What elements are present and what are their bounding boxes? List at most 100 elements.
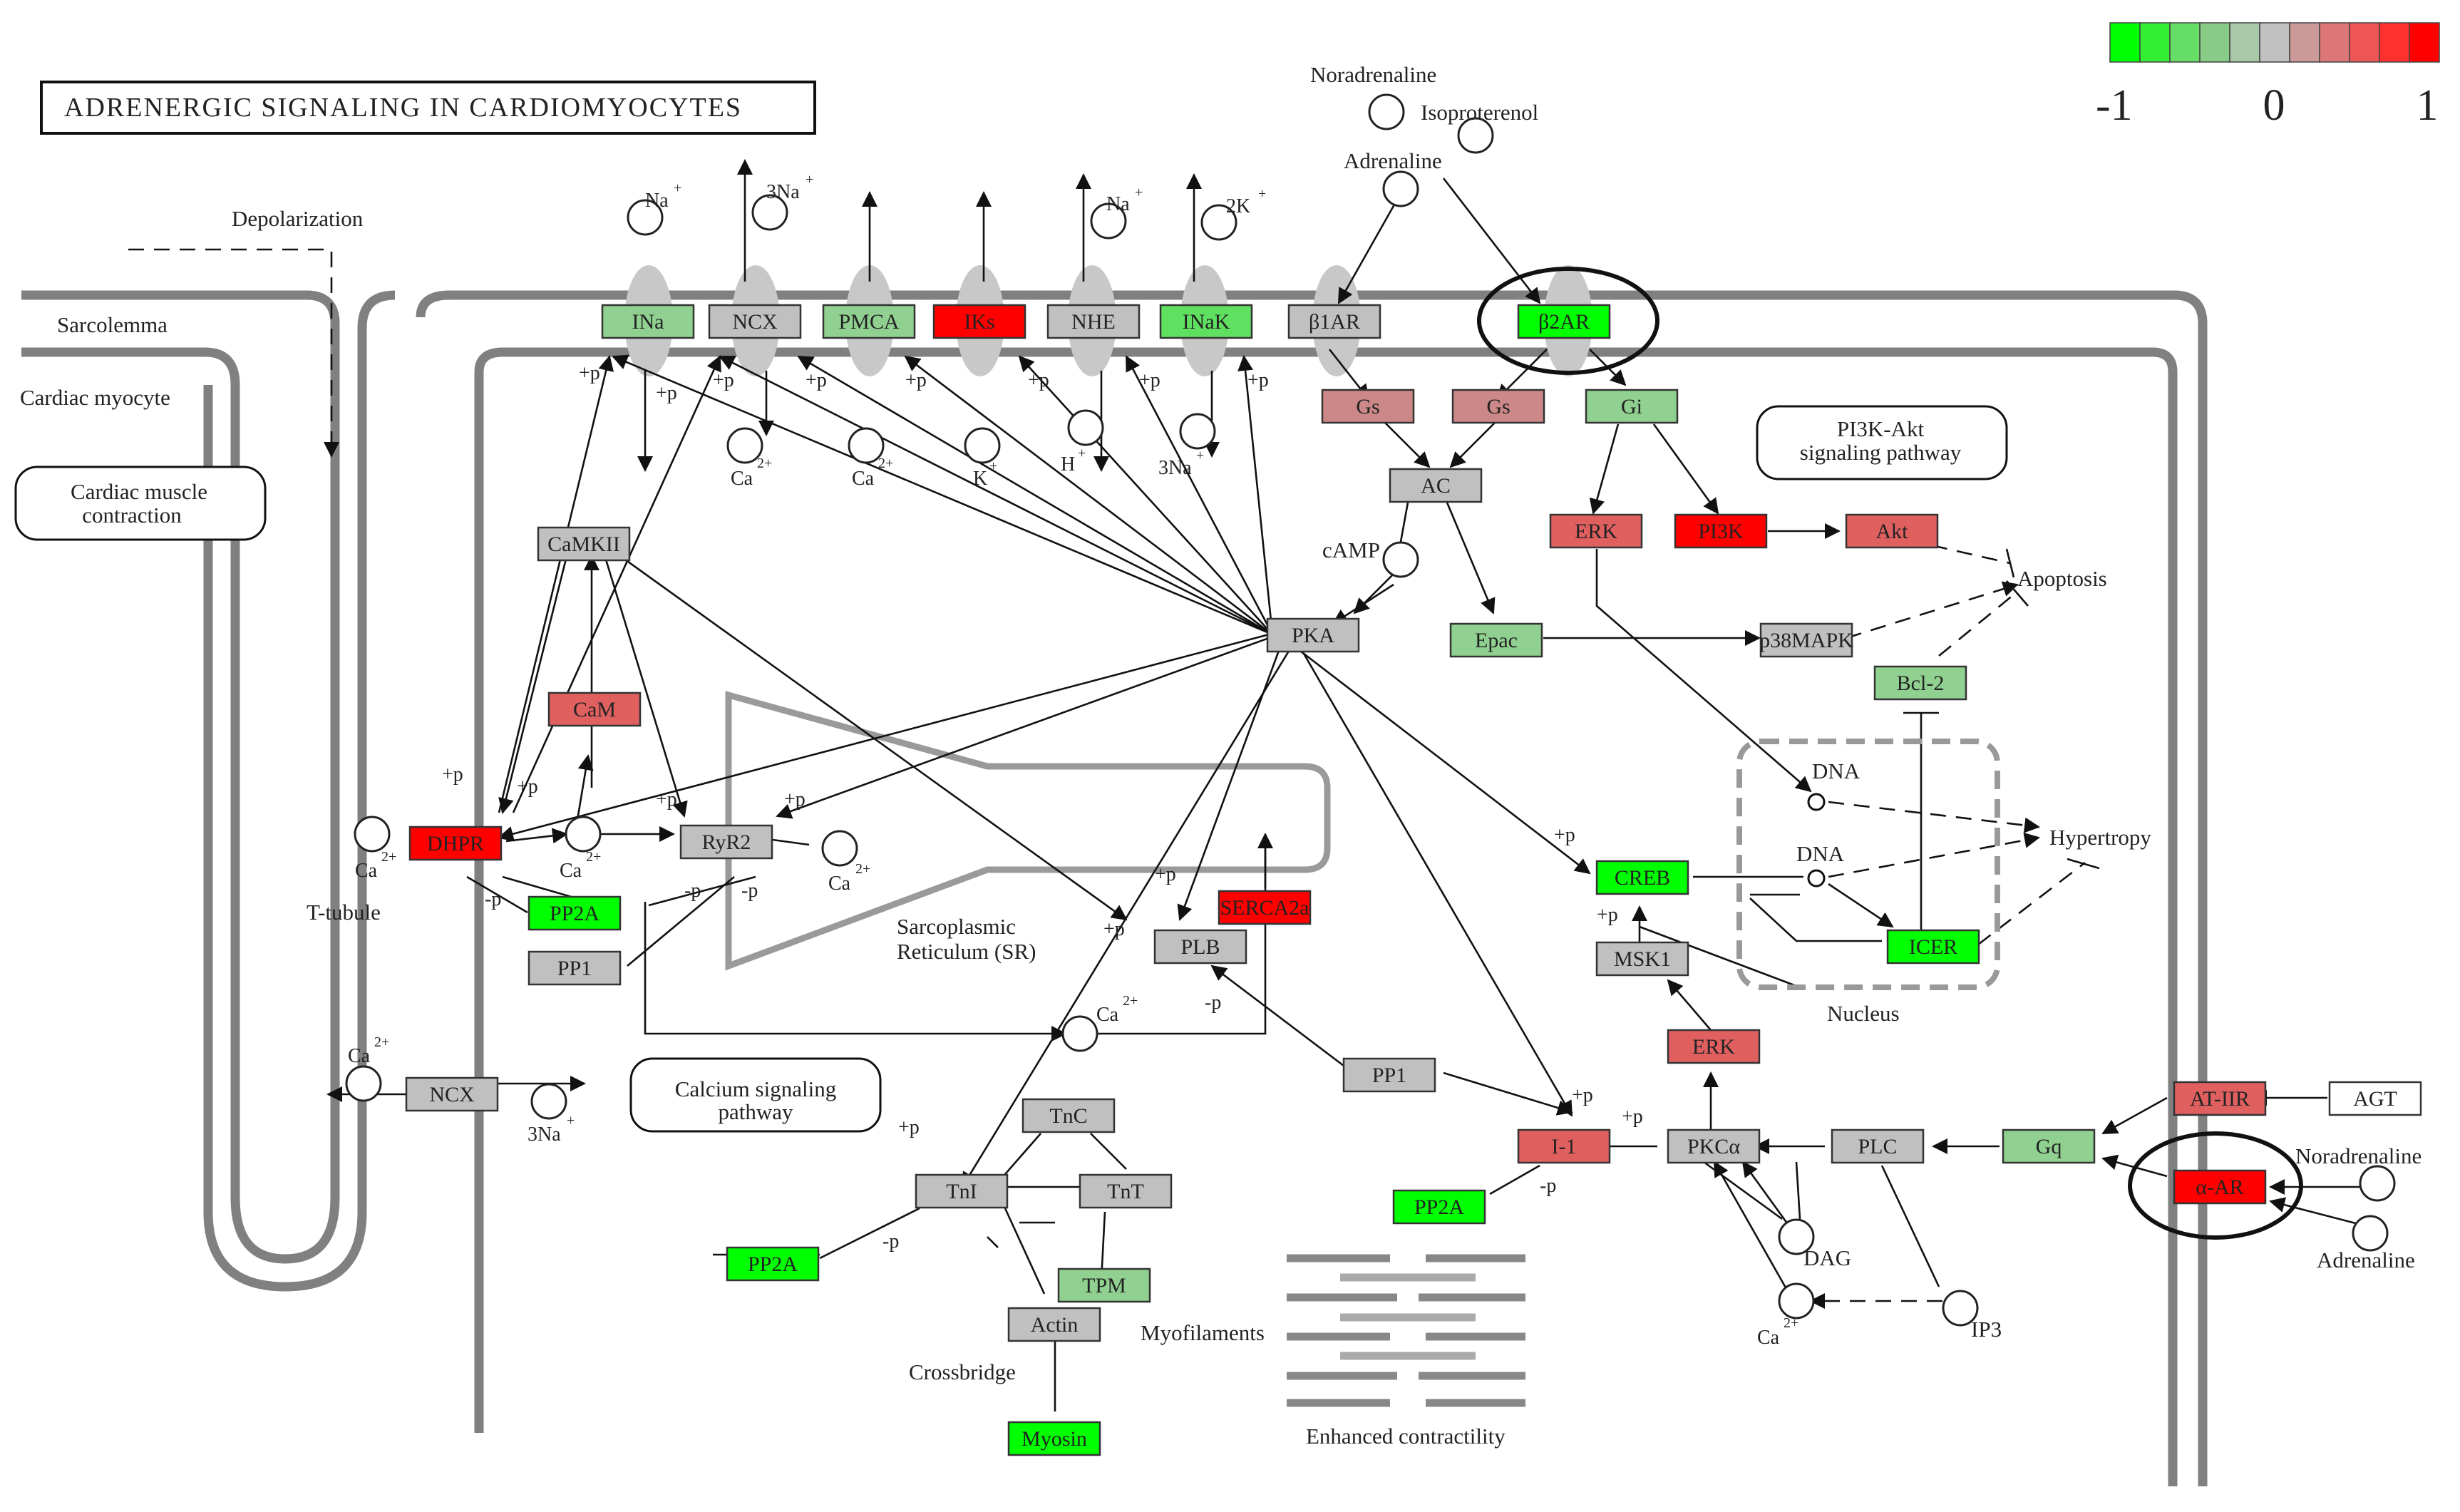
gene-box[interactable] [1342, 1057, 1436, 1093]
gene-node-at-iir[interactable]: AT-IIR [2173, 1081, 2267, 1116]
gene-node-b1ar[interactable]: β1AR [1287, 304, 1381, 339]
gene-box[interactable] [1873, 665, 1967, 701]
gene-node-ac[interactable]: AC [1389, 468, 1483, 503]
gene-box[interactable] [405, 1076, 499, 1112]
gene-node-serca2a[interactable]: SERCA2a [1218, 890, 1312, 925]
gene-box[interactable] [527, 950, 622, 986]
gene-node-creb[interactable]: CREB [1595, 860, 1689, 895]
gene-node-bcl2[interactable]: Bcl-2 [1873, 665, 1967, 701]
gene-node-erk-top[interactable]: ERK [1549, 513, 1643, 549]
gene-node-icer[interactable]: ICER [1886, 929, 1980, 965]
gene-box[interactable] [822, 304, 916, 339]
gene-box[interactable] [708, 304, 802, 339]
gene-box[interactable] [1845, 513, 1939, 549]
gene-node-tni[interactable]: TnI [915, 1173, 1009, 1209]
gene-node-camkii[interactable]: CaMKII [537, 526, 631, 562]
gene-box[interactable] [537, 526, 631, 562]
gene-box[interactable] [1057, 1267, 1151, 1303]
gene-node-erk-mid[interactable]: ERK [1667, 1029, 1761, 1064]
gene-box[interactable] [527, 895, 622, 931]
gene-node-pkca[interactable]: PKCα [1667, 1128, 1761, 1164]
gene-box[interactable] [915, 1173, 1009, 1209]
gene-node-msk1[interactable]: MSK1 [1595, 941, 1689, 977]
gene-box[interactable] [1159, 304, 1253, 339]
gene-box[interactable] [1831, 1128, 1925, 1164]
gene-node-pp2a-3[interactable]: PP2A [1392, 1189, 1486, 1225]
gene-box[interactable] [1266, 617, 1360, 653]
gene-box[interactable] [1667, 1029, 1761, 1064]
gene-node-a-ar[interactable]: α-AR [2173, 1169, 2267, 1205]
gene-box[interactable] [1674, 513, 1768, 549]
gene-box[interactable] [2328, 1081, 2422, 1116]
gene-box[interactable] [547, 691, 642, 727]
gene-box[interactable] [1287, 304, 1381, 339]
gene-node-ryr2[interactable]: RyR2 [679, 824, 773, 860]
gene-node-iks[interactable]: IKs [932, 304, 1026, 339]
gene-node-dhpr[interactable]: DHPR [408, 826, 503, 861]
gene-box[interactable] [601, 304, 695, 339]
gene-node-gs1[interactable]: Gs [1321, 389, 1415, 424]
gene-box[interactable] [1007, 1421, 1101, 1456]
gene-box[interactable] [1046, 304, 1141, 339]
gene-box[interactable] [1667, 1128, 1761, 1164]
gene-node-agt[interactable]: AGT [2328, 1081, 2422, 1116]
gene-box[interactable] [726, 1246, 820, 1282]
gene-box[interactable] [1321, 389, 1415, 424]
gene-box[interactable] [1392, 1189, 1486, 1225]
gene-box[interactable] [1549, 513, 1643, 549]
gene-node-pp1-1[interactable]: PP1 [527, 950, 622, 986]
gene-box[interactable] [2173, 1081, 2267, 1116]
gene-box[interactable] [1451, 389, 1545, 424]
gene-node-ncx-top[interactable]: NCX [708, 304, 802, 339]
gene-node-pp1-2[interactable]: PP1 [1342, 1057, 1436, 1093]
gene-node-tnt[interactable]: TnT [1079, 1173, 1173, 1209]
gene-box[interactable] [1759, 622, 1853, 658]
gene-node-plc[interactable]: PLC [1831, 1128, 1925, 1164]
gene-box[interactable] [1079, 1173, 1173, 1209]
gene-node-i1[interactable]: I-1 [1517, 1128, 1611, 1164]
gene-node-pi3k[interactable]: PI3K [1674, 513, 1768, 549]
gene-node-akt[interactable]: Akt [1845, 513, 1939, 549]
gene-box[interactable] [1153, 929, 1247, 965]
calcium-signaling-pathway-link[interactable] [629, 1057, 882, 1133]
gene-node-actin[interactable]: Actin [1007, 1307, 1101, 1342]
gene-node-epac[interactable]: Epac [1449, 622, 1543, 658]
gene-node-p38mapk[interactable]: p38MAPK [1759, 622, 1853, 658]
gene-node-b2ar[interactable]: β2AR [1517, 304, 1611, 339]
gene-box[interactable] [1595, 860, 1689, 895]
gene-node-plb[interactable]: PLB [1153, 929, 1247, 965]
gene-box[interactable] [932, 304, 1026, 339]
gene-node-pka[interactable]: PKA [1266, 617, 1360, 653]
gene-box[interactable] [408, 826, 503, 861]
gene-box[interactable] [1517, 1128, 1611, 1164]
gene-box[interactable] [1007, 1307, 1101, 1342]
gene-box[interactable] [2173, 1169, 2267, 1205]
gene-box[interactable] [2002, 1128, 2096, 1164]
gene-box[interactable] [1389, 468, 1483, 503]
gene-box[interactable] [1218, 890, 1312, 925]
gene-node-tpm[interactable]: TPM [1057, 1267, 1151, 1303]
gene-node-gi[interactable]: Gi [1585, 389, 1679, 424]
gene-box[interactable] [1886, 929, 1980, 965]
gene-box[interactable] [1021, 1098, 1116, 1133]
gene-node-cam[interactable]: CaM [547, 691, 642, 727]
gene-node-inak[interactable]: INaK [1159, 304, 1253, 339]
cardiac-muscle-contraction-link[interactable] [14, 466, 267, 541]
gene-node-tnc[interactable]: TnC [1021, 1098, 1116, 1133]
gene-box[interactable] [1585, 389, 1679, 424]
gene-node-ncx-bottom[interactable]: NCX [405, 1076, 499, 1112]
pi3k-akt-pathway-link[interactable] [1756, 405, 2008, 480]
gene-box[interactable] [1449, 622, 1543, 658]
gene-node-pp2a-1[interactable]: PP2A [527, 895, 622, 931]
gene-node-gq[interactable]: Gq [2002, 1128, 2096, 1164]
gene-node-pmca[interactable]: PMCA [822, 304, 916, 339]
gene-node-pp2a-2[interactable]: PP2A [726, 1246, 820, 1282]
gene-label: NCX [732, 310, 778, 334]
gene-box[interactable] [1517, 304, 1611, 339]
gene-node-ina[interactable]: INa [601, 304, 695, 339]
gene-node-myosin[interactable]: Myosin [1007, 1421, 1101, 1456]
gene-node-nhe[interactable]: NHE [1046, 304, 1141, 339]
gene-box[interactable] [679, 824, 773, 860]
gene-box[interactable] [1595, 941, 1689, 977]
gene-node-gs2[interactable]: Gs [1451, 389, 1545, 424]
